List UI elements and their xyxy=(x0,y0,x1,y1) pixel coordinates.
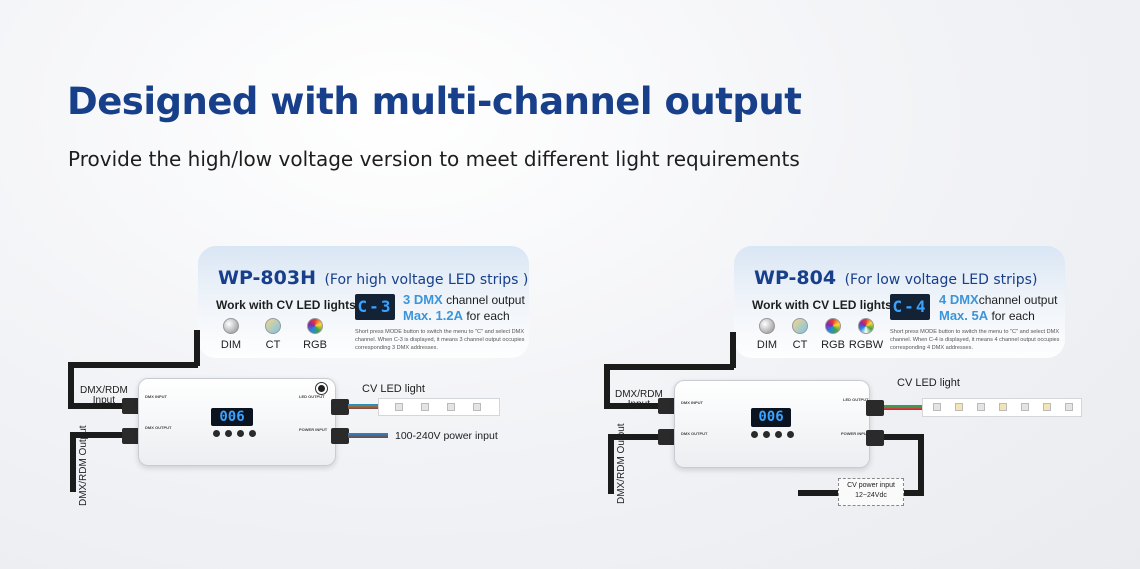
dmx-in-connector xyxy=(122,398,140,414)
dmx-output-cable xyxy=(608,434,666,440)
dmx-input-terminal-label: DMX INPUT xyxy=(145,394,167,399)
dmx-input-cable xyxy=(194,330,200,366)
power-input-label: 100-240V power input xyxy=(395,430,498,442)
power-input-terminal-label: POWER INPUT xyxy=(841,431,870,436)
channel-display: C-3 xyxy=(355,294,395,320)
dmx-out-connector xyxy=(122,428,140,444)
swatch-ct: CT xyxy=(258,318,288,351)
power-in-connector xyxy=(331,428,349,444)
swatch-rgbw: RGBW xyxy=(849,318,883,351)
led-strip xyxy=(922,398,1082,417)
led-wires xyxy=(884,405,924,410)
swatch-rgb: RGB xyxy=(818,318,848,351)
power-title: CV power input xyxy=(847,482,895,489)
dmx-input-terminal-label: DMX INPUT xyxy=(681,400,703,405)
swatch-ct: CT xyxy=(785,318,815,351)
enter-button[interactable] xyxy=(787,431,794,438)
card-title: WP-804 (For low voltage LED strips) xyxy=(754,267,1037,289)
swatch-row: DIM CT RGB RGBW xyxy=(752,318,883,351)
dmx-output-label: DMX/RDM Output xyxy=(616,423,627,504)
model-name: WP-804 xyxy=(754,267,837,289)
dmx-output-label: DMX/RDM Output xyxy=(78,425,89,506)
led-strip xyxy=(378,398,500,416)
dmx-input-cable xyxy=(604,366,610,409)
led-light-label: CV LED light xyxy=(362,383,425,395)
swatch-dim: DIM xyxy=(752,318,782,351)
power-input-terminal-label: POWER INPUT xyxy=(299,427,328,432)
led-wires xyxy=(348,404,378,409)
down-button[interactable] xyxy=(775,431,782,438)
power-in-connector xyxy=(866,430,884,446)
dmx-input-cable xyxy=(68,362,198,368)
dmx-output-terminal-label: DMX OUTPUT xyxy=(681,431,708,436)
channel-note: Short press MODE button to switch the me… xyxy=(890,329,1060,351)
enter-button[interactable] xyxy=(249,430,256,437)
model-desc: (For low voltage LED strips) xyxy=(844,272,1038,288)
channel-spec: 3 DMX channel output Max. 1.2A for each xyxy=(403,292,525,323)
dmx-output-cable xyxy=(70,432,76,492)
power-cable xyxy=(902,490,924,496)
led-out-connector xyxy=(331,399,349,415)
model-name: WP-803H xyxy=(218,267,316,289)
down-button[interactable] xyxy=(237,430,244,437)
power-cable xyxy=(884,434,924,440)
mount-hole-icon xyxy=(316,383,327,394)
dmx-input-label: DMX/RDM Input xyxy=(615,389,663,410)
page-title: Designed with multi-channel output xyxy=(67,80,802,123)
swatch-row: DIM CT RGB xyxy=(216,318,330,351)
up-button[interactable] xyxy=(225,430,232,437)
work-label: Work with CV LED lights xyxy=(752,298,892,312)
controller-screen: 006 xyxy=(751,408,791,427)
channel-display: C-4 xyxy=(890,294,930,320)
card-title: WP-803H (For high voltage LED strips ) xyxy=(218,267,528,289)
dmx-output-terminal-label: DMX OUTPUT xyxy=(145,425,172,430)
ct-icon xyxy=(792,318,808,334)
rgbw-icon xyxy=(858,318,874,334)
dim-icon xyxy=(759,318,775,334)
model-desc: (For high voltage LED strips ) xyxy=(324,272,529,288)
dmx-input-cable xyxy=(68,364,74,409)
power-cable xyxy=(798,490,840,496)
dmx-in-connector xyxy=(658,398,676,414)
controller-wp-804: DMX INPUT DMX OUTPUT LED OUTPUT POWER IN… xyxy=(674,380,870,468)
controller-wp-803h: DMX INPUT DMX OUTPUT LED OUTPUT POWER IN… xyxy=(138,378,336,466)
power-cable xyxy=(918,434,924,496)
controller-screen: 006 xyxy=(211,408,253,426)
swatch-dim: DIM xyxy=(216,318,246,351)
led-out-connector xyxy=(866,400,884,416)
swatch-rgb: RGB xyxy=(300,318,330,351)
led-output-terminal-label: LED OUTPUT xyxy=(843,397,869,402)
cv-power-input-box: CV power input 12~24Vdc xyxy=(838,478,904,506)
dmx-input-cable xyxy=(68,403,134,409)
ct-icon xyxy=(265,318,281,334)
channel-spec: 4 DMXchannel output Max. 5A for each xyxy=(939,292,1058,323)
page-subtitle: Provide the high/low voltage version to … xyxy=(68,147,800,171)
rgb-icon xyxy=(307,318,323,334)
mode-button[interactable] xyxy=(213,430,220,437)
spec-card: WP-804 (For low voltage LED strips) Work… xyxy=(734,246,1065,358)
work-label: Work with CV LED lights xyxy=(216,298,356,312)
dim-icon xyxy=(223,318,239,334)
rgb-icon xyxy=(825,318,841,334)
spec-card: WP-803H (For high voltage LED strips ) W… xyxy=(198,246,529,358)
dmx-input-cable xyxy=(730,332,736,368)
dmx-input-cable xyxy=(604,403,666,409)
dmx-input-cable xyxy=(604,364,734,370)
led-output-terminal-label: LED OUTPUT xyxy=(299,394,325,399)
led-light-label: CV LED light xyxy=(897,377,960,389)
dmx-output-cable xyxy=(608,434,614,494)
power-range: 12~24Vdc xyxy=(855,492,887,499)
dmx-output-cable xyxy=(70,432,134,438)
dmx-input-label: DMX/RDM Input xyxy=(80,385,128,406)
up-button[interactable] xyxy=(763,431,770,438)
channel-note: Short press MODE button to switch the me… xyxy=(355,329,525,351)
power-wires xyxy=(348,433,388,438)
dmx-out-connector xyxy=(658,429,676,445)
mode-button[interactable] xyxy=(751,431,758,438)
